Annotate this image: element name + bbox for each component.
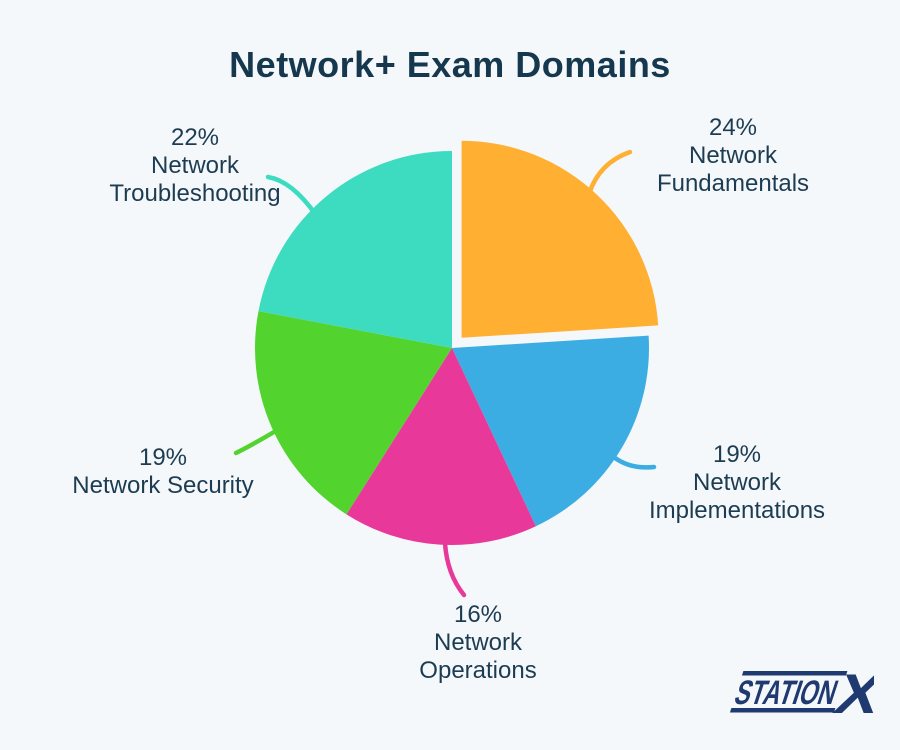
label-line: Operations	[419, 657, 537, 684]
label-line: 19%	[712, 441, 762, 468]
pie-slice-network-troubleshooting	[258, 151, 452, 348]
label-line: 16%	[453, 601, 503, 628]
label-line: 19%	[138, 444, 188, 471]
callout-line-network-security	[233, 426, 282, 456]
logo-station-text: STATION	[730, 674, 842, 712]
pie-slice-network-operations	[346, 348, 536, 545]
label-network-security: 19%Network Security	[40, 444, 286, 500]
callout-line-network-fundamentals	[586, 149, 633, 197]
label-line: Network	[150, 152, 240, 179]
label-line: Network Security	[72, 472, 254, 499]
label-line: Implementations	[648, 497, 826, 524]
label-line: 22%	[170, 124, 220, 151]
pie-slices-group	[254, 140, 659, 545]
label-line: Fundamentals	[656, 170, 810, 197]
label-line: Network	[433, 629, 523, 656]
pie-slice-network-implementations	[452, 335, 649, 527]
label-line: Troubleshooting	[109, 180, 281, 207]
stationx-logo: STATION X	[729, 663, 874, 721]
logo-bottom-bar	[729, 708, 836, 713]
label-line: Network	[688, 142, 778, 169]
pie-slice-network-fundamentals	[461, 140, 659, 338]
pie-slice-network-security	[254, 311, 452, 515]
callout-line-network-implementations	[605, 449, 657, 470]
chart-title: Network+ Exam Domains	[229, 44, 671, 85]
label-line: Network	[692, 469, 782, 496]
callout-line-network-troubleshooting	[265, 174, 319, 218]
callout-connectors-group	[233, 149, 657, 598]
label-line: 24%	[708, 114, 758, 141]
callout-line-network-operations	[442, 540, 467, 598]
logo-top-bar	[741, 671, 848, 676]
